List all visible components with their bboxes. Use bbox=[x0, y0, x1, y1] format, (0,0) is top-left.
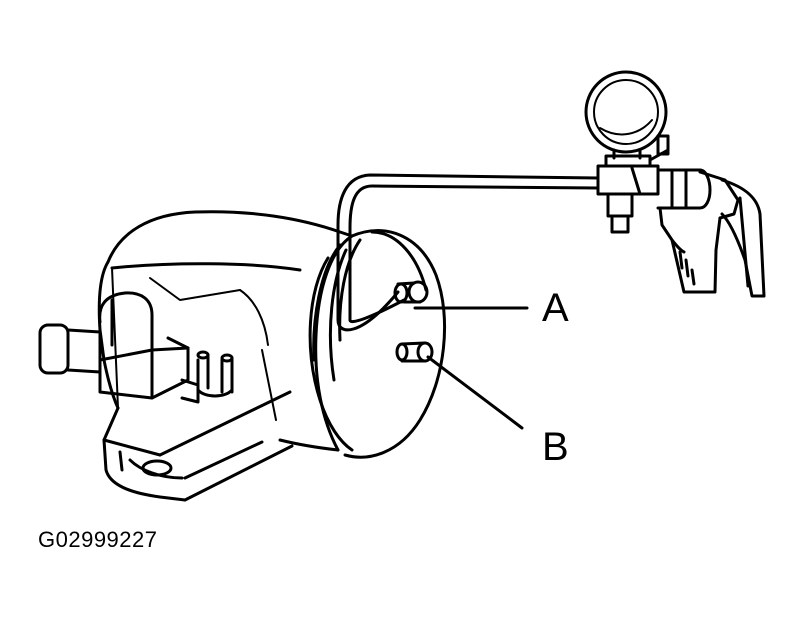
port-a bbox=[395, 282, 427, 302]
pump-body bbox=[99, 212, 352, 500]
figure-id: G02999227 bbox=[38, 527, 158, 552]
vacuum-gauge-tool bbox=[586, 72, 764, 296]
callout-b-leader bbox=[428, 357, 522, 428]
callout-label-a: A bbox=[542, 286, 569, 330]
solenoid-valve bbox=[40, 293, 232, 402]
callout-label-b: B bbox=[542, 425, 569, 469]
port-b bbox=[397, 343, 432, 361]
vacuum-hose bbox=[338, 175, 598, 330]
